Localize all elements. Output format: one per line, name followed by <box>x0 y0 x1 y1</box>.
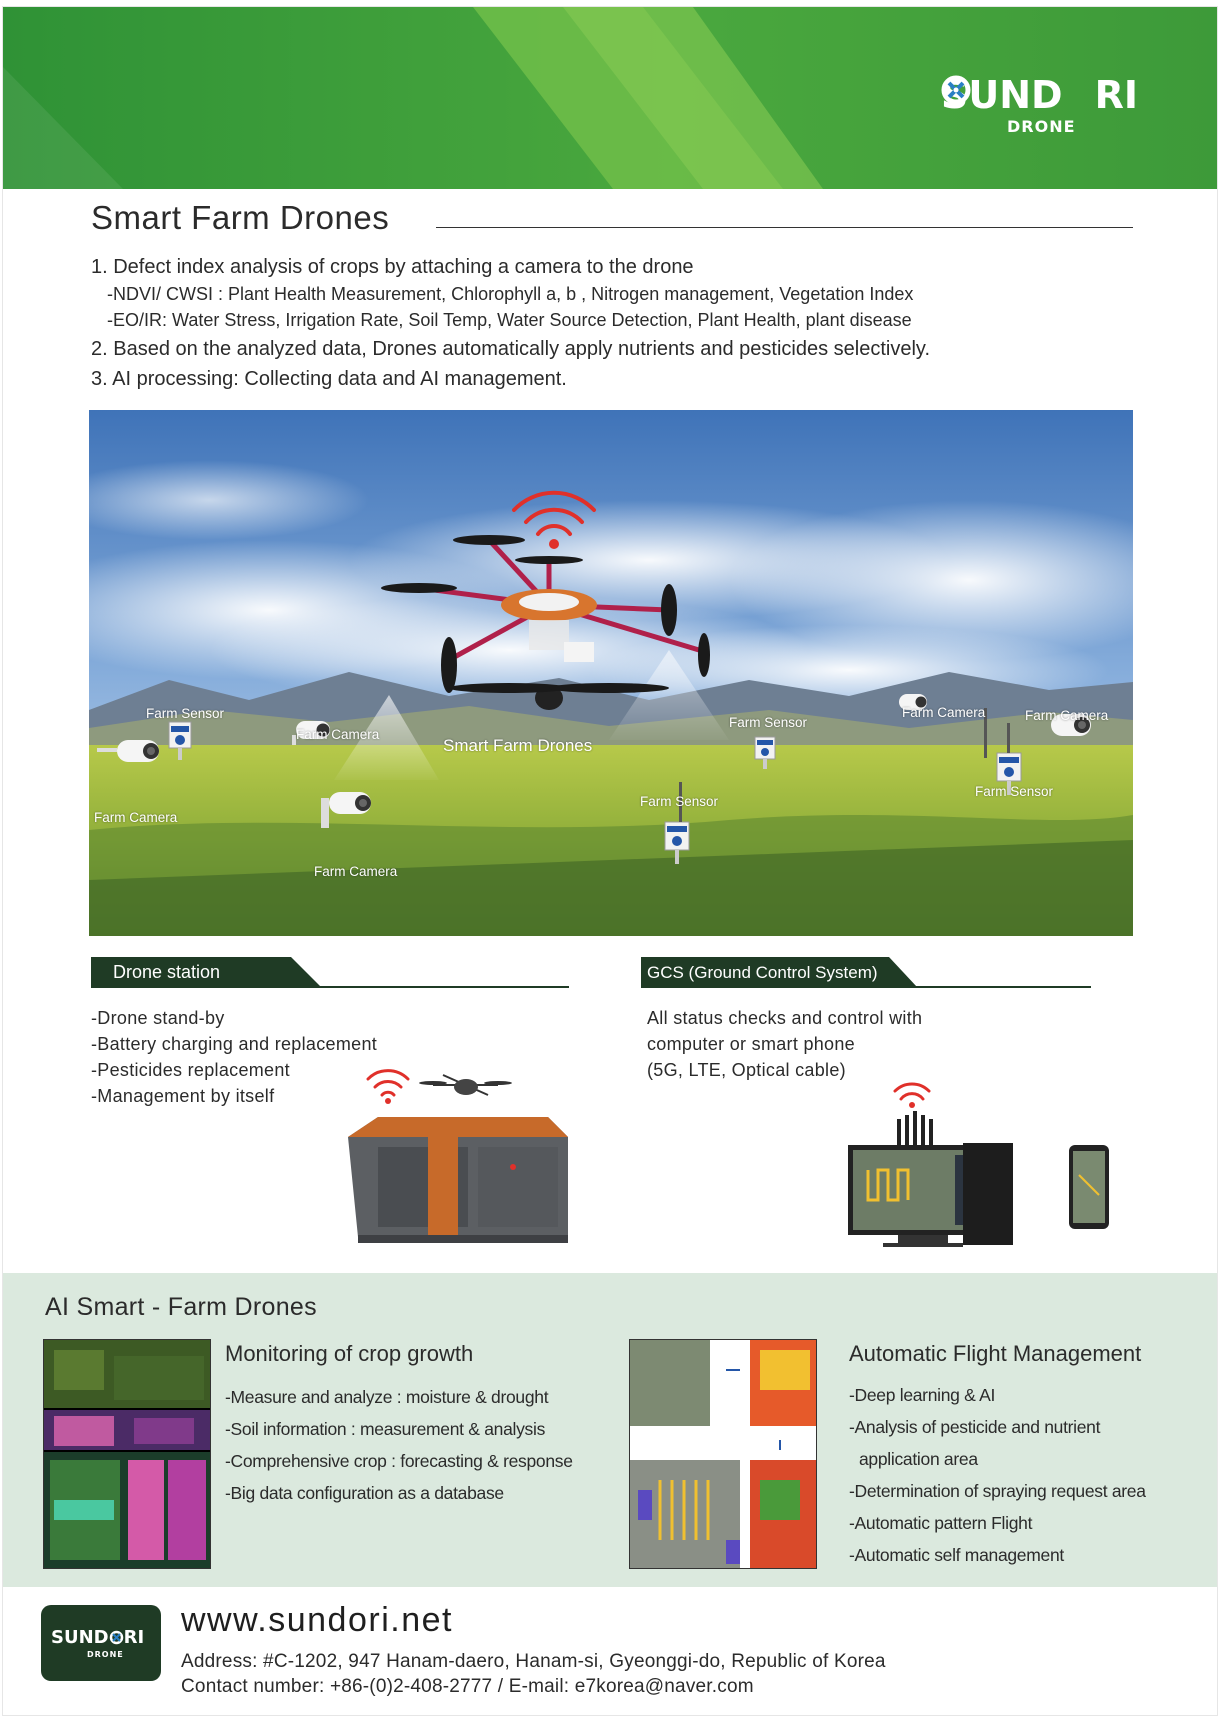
hero-label-sensor-3: Farm Sensor <box>640 794 719 809</box>
farm-landscape-illustration <box>89 410 1133 936</box>
footer: SUND RI DRONE www.sundori.net Address: #… <box>3 1587 1217 1715</box>
hero-label-sensor-4: Farm Sensor <box>975 784 1054 799</box>
drone-station-title: Drone station <box>113 962 221 982</box>
drone-station-tag: Drone station <box>91 957 321 987</box>
flight-management-thumbnail <box>629 1339 817 1569</box>
header-banner: SUND RI DRONE <box>3 7 1217 189</box>
gcs-line: (5G, LTE, Optical cable) <box>647 1060 846 1080</box>
drone-station-rule <box>91 986 569 988</box>
gcs-line: All status checks and control with <box>647 1008 923 1028</box>
page-title: Smart Farm Drones <box>91 199 390 236</box>
drone-station-list: -Drone stand-by -Battery charging and re… <box>91 1005 377 1109</box>
monitoring-item: -Comprehensive crop : forecasting & resp… <box>225 1451 573 1471</box>
hero-farm-image: Farm Sensor Farm Camera Smart Farm Drone… <box>89 410 1133 936</box>
gcs-description: All status checks and control with compu… <box>647 1005 922 1083</box>
point-1-ndvi: -NDVI/ CWSI : Plant Health Measurement, … <box>107 284 914 304</box>
footer-logo-left: SUND <box>51 1627 109 1648</box>
farm-camera-icons <box>97 694 1091 828</box>
footer-logo: SUND RI DRONE <box>41 1605 161 1681</box>
header-background <box>3 7 1217 189</box>
gcs-rule <box>641 986 1091 988</box>
hero-label-camera-4: Farm Camera <box>94 810 178 825</box>
farm-sensor-icons <box>168 708 1022 864</box>
title-divider <box>436 227 1133 228</box>
hero-label-sensor-1: Farm Sensor <box>146 706 225 721</box>
hero-label-camera-1: Farm Camera <box>296 727 380 742</box>
ai-section: AI Smart - Farm Drones Monitoring of cro… <box>3 1273 1217 1587</box>
contact-block: Address: #C-1202, 947 Hanam-daero, Hanam… <box>181 1649 886 1699</box>
propeller-o-icon <box>941 75 1094 111</box>
hero-label-camera-2: Farm Camera <box>902 705 986 720</box>
flight-item: application area <box>859 1449 978 1469</box>
monitoring-item: -Measure and analyze : moisture & drough… <box>225 1387 549 1407</box>
point-1-eoir: -EO/IR: Water Stress, Irrigation Rate, S… <box>107 310 912 330</box>
gcs-title: GCS (Ground Control System) <box>647 963 878 982</box>
gcs-computer-illustration <box>848 1082 1109 1247</box>
gcs-tag: GCS (Ground Control System) <box>641 957 917 987</box>
flight-item: -Automatic self management <box>849 1545 1064 1565</box>
wifi-signal-icon <box>512 490 596 536</box>
drone-station-item: -Pesticides replacement <box>91 1060 290 1080</box>
monitoring-heading: Monitoring of crop growth <box>225 1341 474 1366</box>
propeller-o-icon <box>109 1629 124 1645</box>
website-link[interactable]: www.sundori.net <box>181 1601 453 1639</box>
drone-station-item: -Management by itself <box>91 1086 275 1106</box>
crop-monitoring-thumbnail <box>43 1339 211 1569</box>
point-3: 3. AI processing: Collecting data and AI… <box>91 368 567 390</box>
hero-label-camera-3: Farm Camera <box>1025 708 1109 723</box>
point-1: 1. Defect index analysis of crops by att… <box>91 256 694 278</box>
hero-label-sensor-2: Farm Sensor <box>729 715 808 730</box>
flight-item: -Deep learning & AI <box>849 1385 996 1405</box>
point-2: 2. Based on the analyzed data, Drones au… <box>91 338 931 360</box>
monitoring-item: -Big data configuration as a database <box>225 1483 504 1503</box>
flight-item: -Analysis of pesticide and nutrient <box>849 1417 1101 1437</box>
address-text: Address: #C-1202, 947 Hanam-daero, Hanam… <box>181 1651 886 1672</box>
footer-logo-right: RI <box>123 1627 145 1648</box>
brand-name-right: RI <box>1094 73 1138 117</box>
brand-logo: SUND RI DRONE <box>941 75 1151 145</box>
drone-station-illustration <box>348 1069 568 1243</box>
gcs-line: computer or smart phone <box>647 1034 855 1054</box>
hero-label-camera-5: Farm Camera <box>314 864 398 879</box>
monitoring-item: -Soil information : measurement & analys… <box>225 1419 546 1439</box>
flight-item: -Automatic pattern Flight <box>849 1513 1033 1533</box>
ai-section-title: AI Smart - Farm Drones <box>45 1293 317 1321</box>
brochure-page: SUND RI DRONE Smart Farm Drones 1. Defec… <box>2 6 1218 1716</box>
hero-center-label: Smart Farm Drones <box>443 736 593 755</box>
flight-heading: Automatic Flight Management <box>849 1341 1142 1366</box>
flight-list: -Deep learning & AI -Analysis of pestici… <box>849 1379 1146 1571</box>
contact-text: Contact number: +86-(0)2-408-2777 / E-ma… <box>181 1676 754 1697</box>
brand-sub: DRONE <box>1007 117 1076 136</box>
intro-points: 1. Defect index analysis of crops by att… <box>91 253 1141 393</box>
footer-logo-sub: DRONE <box>87 1650 124 1659</box>
monitoring-list: -Measure and analyze : moisture & drough… <box>225 1381 573 1509</box>
drone-station-item: -Drone stand-by <box>91 1008 225 1028</box>
drone-station-item: -Battery charging and replacement <box>91 1034 378 1054</box>
flight-item: -Determination of spraying request area <box>849 1481 1146 1501</box>
